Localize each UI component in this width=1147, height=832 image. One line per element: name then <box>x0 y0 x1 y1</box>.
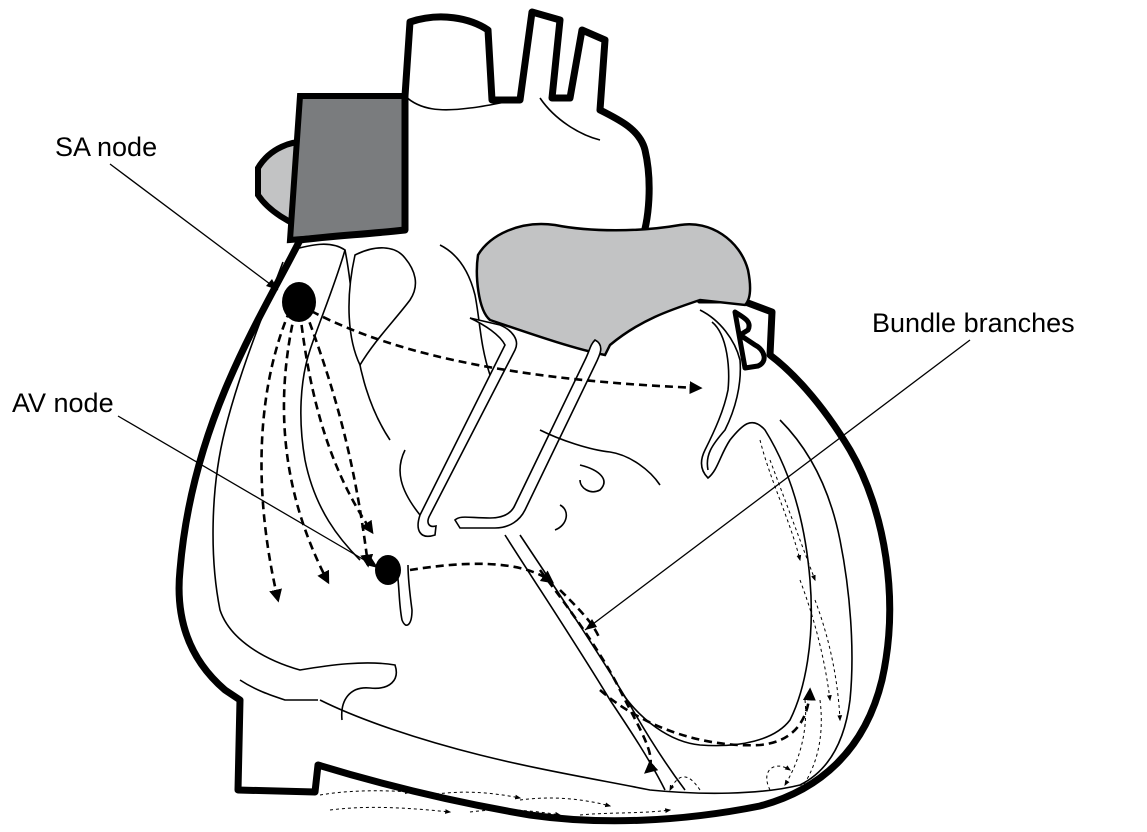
sa-node-marker <box>282 282 316 322</box>
sa-node-pointer <box>110 164 278 290</box>
bundle-branches-label: Bundle branches <box>872 310 1075 337</box>
av-node-label: AV node <box>12 390 114 417</box>
sa-node-label: SA node <box>55 134 157 161</box>
superior-vena-cava <box>258 96 408 240</box>
av-node-marker <box>375 555 401 585</box>
